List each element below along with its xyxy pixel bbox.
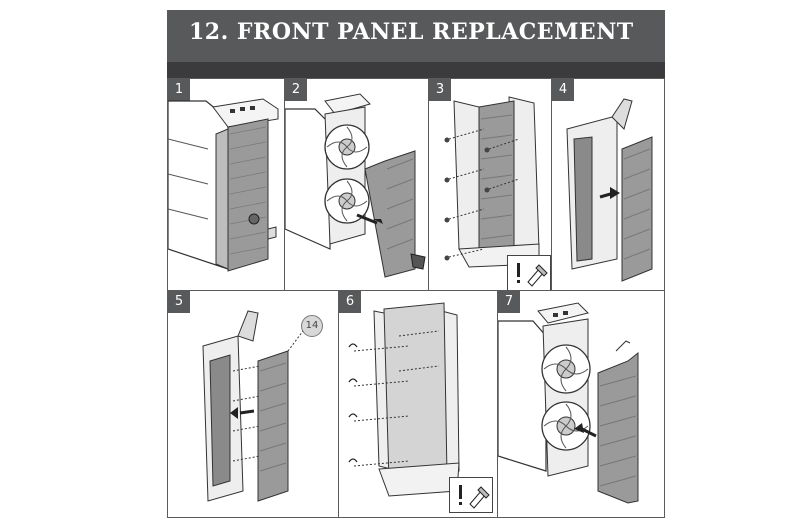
step-number: 5: [168, 291, 190, 313]
step-1-illustration: [168, 98, 279, 272]
header-divider: [167, 62, 665, 78]
warning-screw-icon: [459, 485, 490, 509]
step-6-illustration: [348, 302, 460, 497]
step-number: 1: [168, 79, 190, 101]
step-5-illustration: [202, 310, 304, 502]
step-7-illustration: [498, 302, 639, 504]
warning-screw-icon: [517, 263, 548, 287]
step-number: 2: [285, 79, 307, 101]
step-number: 7: [498, 291, 520, 313]
step-7-panel: 7: [497, 290, 665, 518]
part-number-callout: 14: [301, 315, 323, 337]
step-3-illustration: [444, 96, 540, 268]
warning-callout: [507, 255, 551, 290]
step-number: 4: [552, 79, 574, 101]
instruction-sheet: 12. FRONT PANEL REPLACEMENT 1 2: [167, 10, 665, 518]
step-1-panel: 1: [167, 78, 285, 291]
step-number: 3: [429, 79, 451, 101]
step-4-illustration: [566, 98, 653, 282]
step-3-panel: 3: [428, 78, 552, 291]
step-4-panel: 4: [551, 78, 665, 291]
step-6-panel: 6: [338, 290, 498, 518]
step-2-illustration: [285, 93, 426, 278]
section-header: 12. FRONT PANEL REPLACEMENT: [167, 10, 665, 62]
step-2-panel: 2: [284, 78, 429, 291]
warning-callout: [449, 477, 493, 513]
step-number: 6: [339, 291, 361, 313]
step-5-panel: 5 14: [167, 290, 339, 518]
section-title: 12. FRONT PANEL REPLACEMENT: [189, 19, 634, 45]
